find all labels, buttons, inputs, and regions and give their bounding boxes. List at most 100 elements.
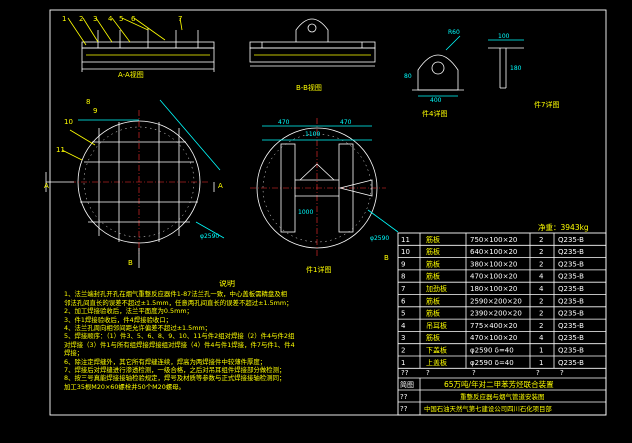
title-label-1: 简图 [400, 380, 414, 389]
bom-cell-qty: 2 [539, 236, 543, 244]
bom-cell-spec: φ2590 δ=40 [470, 359, 514, 367]
bom-cell-mat: Q235-B [558, 334, 584, 342]
bom-row: 8 筋板 470×100×20 4 Q235-B [401, 272, 584, 281]
notes-title: 说明 [219, 280, 235, 288]
bom-cell-spec: φ2590 δ=40 [470, 347, 514, 355]
drawing-subtitle: 重整反应器与烟气管道安装图 [460, 392, 545, 401]
note-line: 8、按三号真能焊接接轴检验规定，焊号及材质等参数与正式焊接接轴检测同； [64, 374, 286, 383]
net-weight: 净重：3943kg [538, 222, 589, 232]
note-line: 3、件1焊接验收后，件4焊接验收口； [64, 315, 173, 324]
bom-cell-no: 8 [401, 273, 405, 281]
section-mark-a-right: A [218, 182, 223, 190]
bom-cell-qty: 4 [539, 273, 544, 281]
bom-cell-name: 筋板 [426, 272, 440, 281]
bom-cell-no: 3 [401, 334, 405, 342]
bom-cell-mat: Q235-B [558, 310, 584, 318]
view-part1-label: 件1详图 [306, 265, 331, 274]
bom-cell-name: 下盖板 [426, 346, 447, 355]
section-mark-b-bottom: B [128, 259, 133, 267]
section-mark-a-left: A [44, 182, 49, 190]
bom-cell-mat: Q235-B [558, 359, 584, 367]
bom-cell-mat: Q235-B [558, 273, 584, 281]
bom-cell-name: 加劲板 [426, 284, 447, 293]
bom-placeholder-cell: ?? [401, 369, 409, 377]
callout-numbers: 1 2 3 4 5 6 7 8 9 10 11 [56, 15, 182, 154]
note-line: 加工35根M20×60螺栓并50个M20螺母。 [64, 382, 185, 391]
bom-cell-qty: 1 [539, 347, 543, 355]
title-label-2: ?? [400, 393, 408, 401]
callout-9: 9 [93, 107, 97, 115]
title-label-3: ?? [400, 405, 408, 413]
callout-11: 11 [56, 146, 65, 154]
bom-cell-qty: 2 [539, 260, 543, 268]
bom-cell-spec: 470×100×20 [470, 334, 517, 342]
callout-8: 8 [86, 98, 90, 106]
bom-placeholder-cell: ? [536, 369, 540, 377]
svg-text:470: 470 [340, 119, 352, 126]
note-line: 焊接； [64, 349, 84, 358]
note-line: 5、焊接顺序：（1）件3、5、6、8、9、10、11与件2组对焊接（2）件4与件… [64, 332, 295, 341]
note-line: 对焊接（3）件1与所有组焊接焊接组对焊接（4）件4与件1焊接，件7与件1、件4 [64, 340, 295, 349]
view-aa-label: A-A视图 [118, 70, 144, 79]
view-part4-label: 件4详图 [422, 109, 447, 118]
bom-placeholder-cell: ? [426, 369, 430, 377]
bom-placeholder-cell: ? [560, 369, 564, 377]
bom-cell-mat: Q235-B [558, 322, 584, 330]
company-name: 中国石油天然气第七建设公司四川石化项目部 [424, 404, 552, 413]
note-line: 7、焊接后对焊缝进行渗透检测，一级合格，之后对吊耳组件焊接部分做检测； [64, 366, 286, 375]
bom-cell-qty: 2 [539, 322, 543, 330]
svg-text:1100: 1100 [305, 131, 320, 138]
callout-4: 4 [108, 15, 113, 23]
bom-cell-name: 筋板 [426, 247, 440, 256]
bom-cell-spec: 470×100×20 [470, 273, 517, 281]
bom-cell-name: 吊耳板 [426, 321, 447, 330]
bom-cell-mat: Q235-B [558, 297, 584, 305]
bom-placeholder-cell: ? [472, 369, 476, 377]
callout-10: 10 [64, 118, 73, 126]
note-line: 邻法孔间直长的误差不超过±1.5mm，任意两孔间直长的误差不超过±1.5mm； [64, 298, 293, 307]
view-part7-label: 件7详图 [534, 100, 559, 109]
bom-cell-mat: Q235-B [558, 248, 584, 256]
bom-cell-spec: 775×400×20 [470, 322, 517, 330]
view-part7: 100 180 件7详图 [488, 33, 559, 109]
svg-text:R60: R60 [448, 29, 460, 36]
bom-cell-spec: 750×100×20 [470, 236, 517, 244]
drawing-border [49, 9, 607, 416]
bom-cell-no: 5 [401, 310, 405, 318]
note-line: 4、法兰孔周向相邻间距允许偏差不超过±1.5mm； [64, 324, 212, 333]
bom-cell-name: 筋板 [426, 296, 440, 305]
svg-text:φ2590: φ2590 [370, 235, 389, 242]
view-aa: A-A视图 [67, 17, 215, 79]
bom-cell-name: 筋板 [426, 259, 440, 268]
bom-cell-qty: 2 [539, 310, 543, 318]
callout-2: 2 [79, 15, 83, 23]
bom-cell-no: 10 [401, 248, 410, 256]
note-line: 1、法兰端封孔开孔在烟气重整反应器件1-87法兰孔一致，中心盖板需精盘及相 [64, 290, 288, 299]
bom-cell-spec: 640×100×20 [470, 248, 517, 256]
note-line: 2、加工焊接验收后，法兰平面度为0.5mm； [64, 307, 193, 316]
bom-cell-no: 7 [401, 285, 405, 293]
notes-block: 说明 1、法兰端封孔开孔在烟气重整反应器件1-87法兰孔一致，中心盖板需精盘及相… [64, 280, 390, 391]
bom-cell-name: 筋板 [426, 235, 440, 244]
bom-cell-spec: 180×100×20 [470, 285, 517, 293]
bom-cell-qty: 4 [539, 285, 544, 293]
svg-text:100: 100 [498, 33, 510, 40]
view-part4: 400 R60 80 件4详图 [404, 29, 464, 118]
section-mark-b-right: B [384, 254, 389, 262]
bom-cell-name: 筋板 [426, 309, 440, 318]
bom-cell-no: 2 [401, 347, 405, 355]
bom-cell-name: 筋板 [426, 333, 440, 342]
callout-5: 5 [119, 15, 123, 23]
bom-cell-spec: 380×100×20 [470, 260, 517, 268]
bom-placeholder-row: ?? ? ? ? ? [401, 369, 564, 377]
callout-6: 6 [131, 15, 136, 23]
